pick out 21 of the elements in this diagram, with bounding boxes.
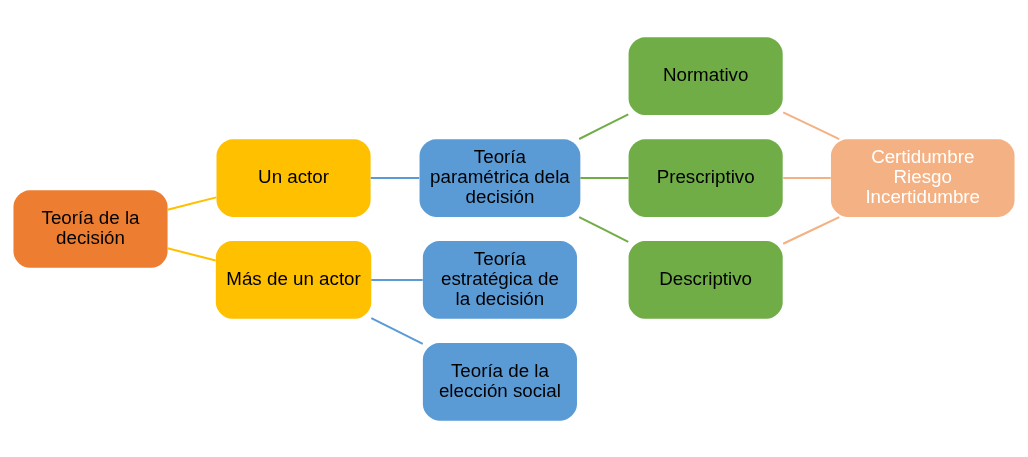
connector	[782, 111, 840, 140]
node-box: Descriptivo	[628, 240, 783, 319]
node-box: Teoría paramétrica dela decisión	[419, 138, 581, 217]
connector	[578, 112, 629, 140]
node-box: Teoría de la decisión	[13, 189, 168, 268]
connector	[370, 316, 424, 345]
node-box: Prescriptivo	[628, 138, 783, 217]
node-box: Teoría estratégica de la decisión	[422, 240, 577, 319]
connector	[370, 176, 420, 179]
node-box: Certidumbre Riesgo Incertidumbre	[830, 138, 1015, 217]
node-box: Un actor	[216, 138, 371, 217]
connector	[580, 176, 629, 179]
node-box: Normativo	[628, 36, 783, 115]
connector	[782, 215, 840, 245]
connector	[578, 215, 629, 243]
connector	[167, 246, 216, 261]
connector	[167, 195, 217, 211]
node-box: Más de un actor	[215, 240, 372, 319]
node-box: Teoría de la elección social	[422, 342, 577, 421]
connector	[371, 278, 423, 281]
connector	[783, 176, 831, 179]
